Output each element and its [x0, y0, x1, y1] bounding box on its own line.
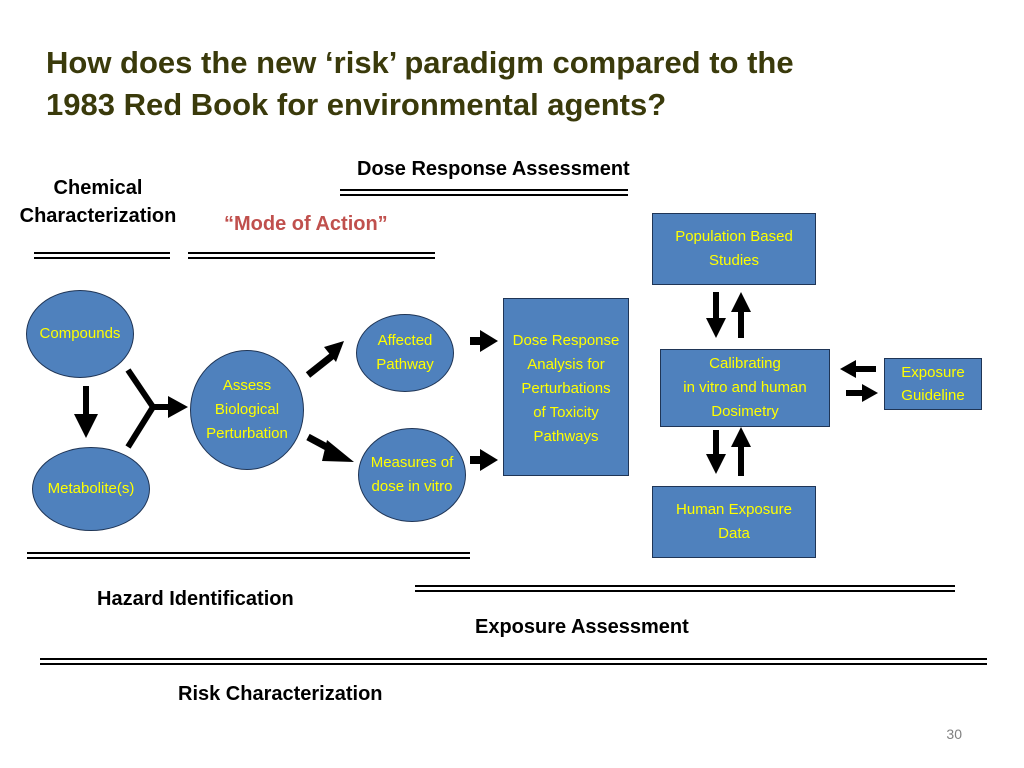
dose-box-line-4: of Toxicity — [533, 404, 599, 421]
assess-line-2: Biological — [214, 401, 280, 418]
dose-box-line-3: Perturbations — [521, 380, 611, 397]
human-exposure-data-box: Human Exposure Data — [652, 486, 816, 558]
section-bars — [27, 189, 987, 665]
calibrating-line-3: Dosimetry — [711, 403, 779, 420]
compounds-node: Compounds — [26, 290, 134, 378]
human-exposure-line-2: Data — [718, 525, 750, 542]
measures-line-2: dose in vitro — [371, 478, 453, 495]
affected-line-2: Pathway — [376, 356, 434, 373]
chemical-line-2: Characterization — [19, 205, 177, 227]
mode-of-action-label: “Mode of Action” — [224, 213, 388, 235]
calibrating-dosimetry-box: Calibrating in vitro and human Dosimetry — [660, 349, 830, 427]
chemical-characterization-label: Chemical Characterization — [10, 174, 186, 230]
assess-biological-perturbation-node: Assess Biological Perturbation — [190, 350, 304, 470]
human-exposure-line-1: Human Exposure — [676, 501, 792, 518]
hazard-identification-label: Hazard Identification — [97, 588, 294, 610]
metabolites-node: Metabolite(s) — [32, 447, 150, 531]
page-number: 30 — [946, 726, 962, 742]
slide-title: How does the new ‘risk’ paradigm compare… — [46, 42, 946, 126]
exposure-guideline-box: Exposure Guideline — [884, 358, 982, 410]
calibrating-line-1: Calibrating — [709, 355, 781, 372]
affected-line-1: Affected — [377, 332, 433, 349]
guideline-line-1: Exposure — [901, 364, 965, 381]
dose-box-line-2: Analysis for — [527, 356, 605, 373]
dose-response-analysis-box: Dose Response Analysis for Perturbations… — [503, 298, 629, 476]
calibrating-line-2: in vitro and human — [683, 379, 807, 396]
chemical-line-1: Chemical — [53, 177, 143, 199]
exposure-assessment-label: Exposure Assessment — [475, 616, 689, 638]
arrows — [74, 292, 878, 476]
title-line-1: How does the new ‘risk’ paradigm compare… — [46, 45, 794, 80]
measures-of-dose-node: Measures of dose in vitro — [358, 428, 466, 522]
assess-line-1: Assess — [222, 377, 272, 394]
dose-box-line-5: Pathways — [533, 428, 599, 445]
population-line-2: Studies — [708, 252, 760, 269]
risk-characterization-label: Risk Characterization — [178, 683, 383, 705]
compounds-text: Compounds — [39, 325, 121, 342]
affected-pathway-node: Affected Pathway — [356, 314, 454, 392]
measures-line-1: Measures of — [370, 454, 454, 471]
dose-box-line-1: Dose Response — [512, 332, 620, 349]
assess-line-3: Perturbation — [206, 425, 288, 442]
metabolites-text: Metabolite(s) — [47, 480, 135, 497]
title-line-2: 1983 Red Book for environmental agents? — [46, 87, 667, 122]
population-based-studies-box: Population Based Studies — [652, 213, 816, 285]
population-line-1: Population Based — [675, 228, 793, 245]
dose-response-assessment-label: Dose Response Assessment — [357, 158, 630, 180]
guideline-line-2: Guideline — [901, 387, 965, 404]
